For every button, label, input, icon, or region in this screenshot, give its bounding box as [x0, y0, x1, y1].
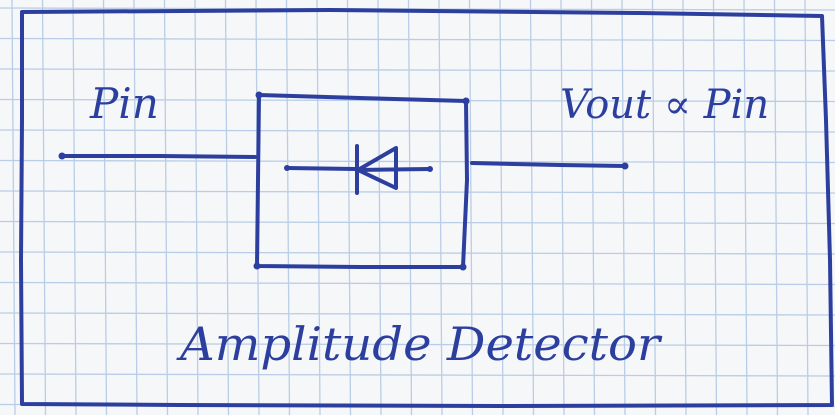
grid-line-horizontal — [0, 342, 835, 347]
grid-line-vertical — [682, 0, 687, 415]
grid-line-vertical — [590, 0, 596, 415]
diagram-caption: Amplitude Detector — [176, 317, 663, 371]
input-terminal-dot — [58, 152, 66, 160]
grid-line-vertical — [621, 0, 626, 415]
grid-line-vertical — [468, 0, 474, 415]
grid-line-horizontal — [0, 281, 835, 286]
grid-line-vertical — [651, 0, 657, 415]
grid-line-horizontal — [0, 251, 835, 255]
input-wire — [60, 154, 257, 159]
output-label: Vout ∝ Pin — [560, 82, 769, 128]
block-corner-dot — [462, 97, 470, 105]
grid-line-horizontal — [0, 373, 835, 377]
grid-line-vertical — [529, 0, 535, 415]
grid-line-vertical — [377, 0, 382, 415]
grid-line-vertical — [346, 0, 352, 415]
grid-line-horizontal — [0, 312, 835, 316]
grid-line-horizontal — [0, 159, 835, 164]
diode-icon — [284, 144, 433, 195]
grid-line-vertical — [407, 0, 413, 415]
block-corner-dot — [255, 91, 263, 99]
grid-line-horizontal — [0, 68, 835, 72]
grid-line-vertical — [499, 0, 504, 415]
block-corner-dot — [459, 263, 467, 271]
grid-line-horizontal — [0, 190, 835, 194]
grid-line-horizontal — [0, 37, 835, 42]
block-corner-dot — [253, 262, 261, 270]
input-label: Pin — [89, 79, 159, 128]
grid-line-vertical — [438, 0, 443, 415]
grid-line-horizontal — [0, 129, 835, 133]
grid-line-horizontal — [0, 220, 835, 225]
outer-frame — [19, 8, 834, 408]
output-wire — [470, 161, 627, 168]
grid-line-vertical — [560, 0, 565, 415]
output-terminal-dot — [621, 162, 629, 170]
